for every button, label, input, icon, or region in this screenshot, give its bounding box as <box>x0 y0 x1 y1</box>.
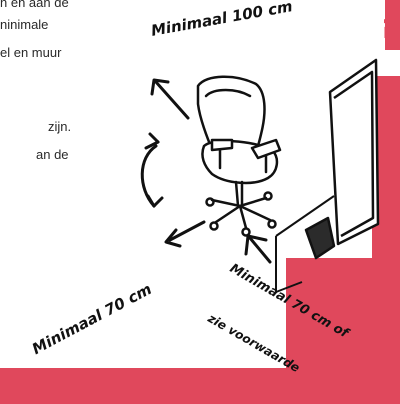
intro-line-4: zijn. <box>48 120 71 133</box>
intro-line-3: el en muur <box>0 46 61 59</box>
rotate-arrow-icon <box>142 134 162 206</box>
intro-line-1: n en aan de <box>0 0 69 9</box>
accent-band-bottom <box>0 368 400 404</box>
arrow-icon <box>246 236 270 262</box>
arrow-icon <box>152 80 188 118</box>
monitor-icon <box>276 60 378 292</box>
corner-vertical-label: Fi <box>384 17 400 40</box>
intro-line-2: ninimale <box>0 18 48 31</box>
arrow-icon <box>166 222 204 246</box>
intro-line-5: an de <box>36 148 69 161</box>
office-chair-icon <box>198 77 280 236</box>
